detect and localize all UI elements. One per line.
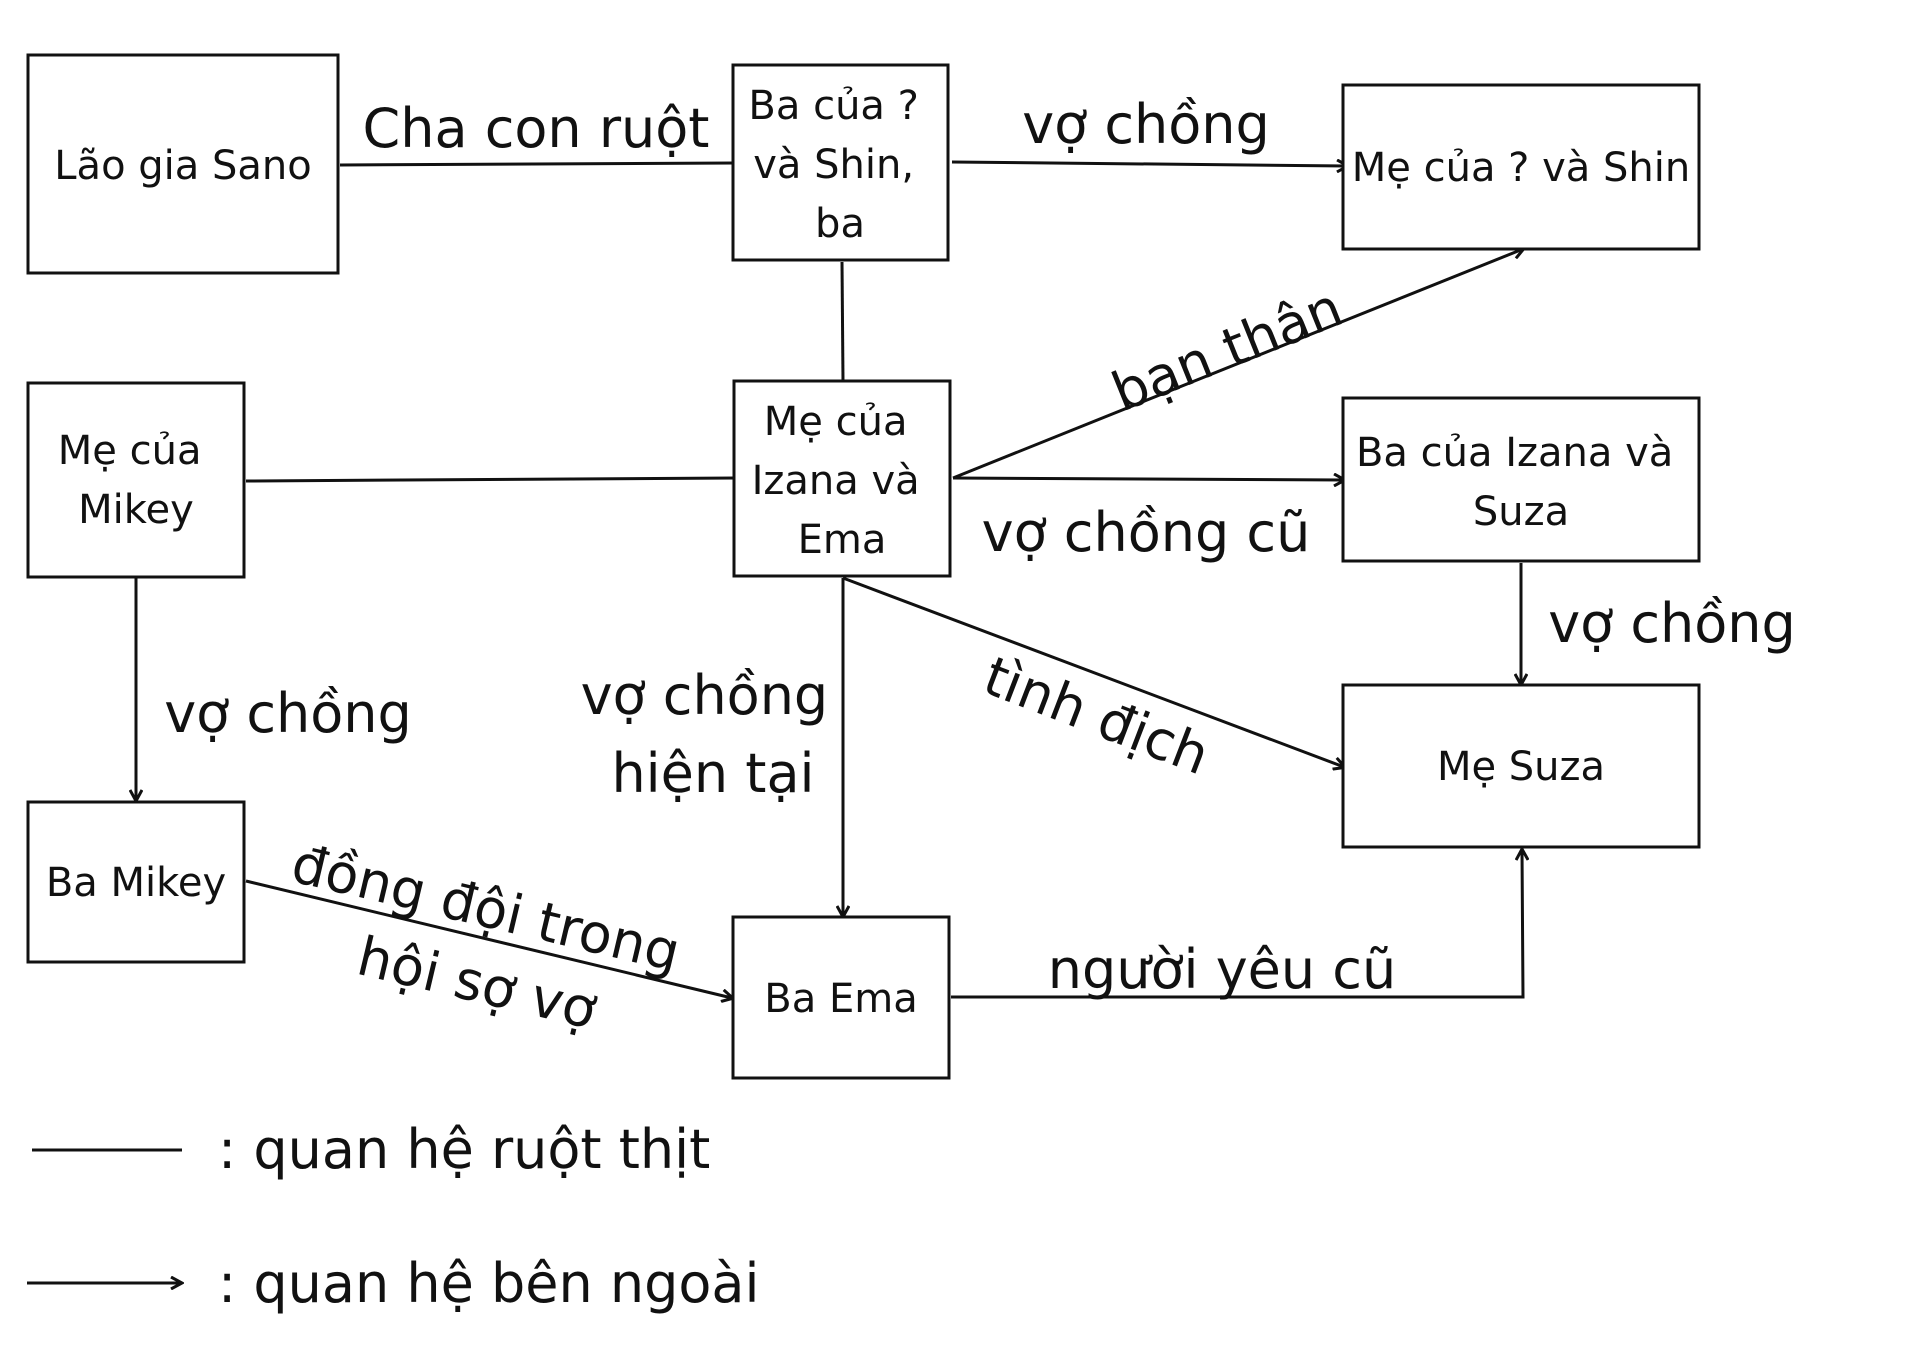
edge-ba-ema-to-me-suza xyxy=(951,850,1523,999)
box-me-suza xyxy=(1341,683,1701,849)
box-ba-cua-shin xyxy=(731,63,950,262)
legend: : quan hệ ruột thịt : quan hệ bên ngoài xyxy=(27,1118,759,1315)
label-me-cua-shin: Mẹ của ? và Shin xyxy=(1352,145,1690,191)
label-me-cua-mikey: Mẹ của Mikey xyxy=(58,428,214,533)
legend-blood-label: : quan hệ ruột thịt xyxy=(218,1118,710,1181)
edge-label-tinh-dich: tình địch xyxy=(976,644,1218,787)
edge-label-vo-chong-hien-tai: vợ chồng hiện tại xyxy=(581,664,846,805)
label-ba-cua-shin: Ba của ? và Shin, ba xyxy=(748,83,931,247)
edge-label-ban-than: bạn thân xyxy=(1103,276,1351,425)
edge-sano-to-ba-shin xyxy=(339,161,736,167)
label-me-cua-izana-ema: Mẹ của Izana và Ema xyxy=(752,399,933,563)
box-ba-ema xyxy=(731,915,951,1080)
edge-label-dong-doi: đồng đội trong hội sợ vợ xyxy=(269,832,703,1061)
legend-external-label: : quan hệ bên ngoài xyxy=(218,1252,759,1315)
label-me-suza: Mẹ Suza xyxy=(1437,744,1605,790)
edge-ba-shin-to-me-izana xyxy=(840,261,845,382)
box-lao-gia-sano xyxy=(26,53,340,275)
edge-me-izana-to-me-shin xyxy=(952,249,1523,480)
box-ba-cua-izana-suza xyxy=(1341,396,1701,563)
edge-label-vo-chong-right: vợ chồng xyxy=(1548,592,1796,655)
edge-ba-shin-to-me-shin xyxy=(951,162,1347,166)
label-ba-cua-izana-suza: Ba của Izana và Suza xyxy=(1356,430,1686,535)
edge-me-izana-to-ba-izana xyxy=(952,478,1344,480)
label-lao-gia-sano: Lão gia Sano xyxy=(54,143,311,189)
edge-me-mikey-to-me-izana xyxy=(245,476,737,483)
label-ba-ema: Ba Ema xyxy=(764,976,917,1022)
box-me-cua-mikey xyxy=(26,381,246,579)
edge-label-vo-chong-cu: vợ chồng cũ xyxy=(982,501,1311,564)
box-ba-mikey xyxy=(26,800,246,964)
edge-label-vo-chong-top: vợ chồng xyxy=(1022,93,1270,156)
edge-label-cha-con-ruot: Cha con ruột xyxy=(363,97,710,160)
edge-ba-mikey-to-ba-ema xyxy=(245,879,732,998)
label-ba-mikey: Ba Mikey xyxy=(46,860,226,906)
edge-label-vo-chong-left: vợ chồng xyxy=(164,682,412,745)
edge-label-nguoi-yeu-cu: người yêu cũ xyxy=(1048,938,1396,1001)
edge-me-izana-to-me-suza xyxy=(842,576,1344,767)
box-me-cua-shin xyxy=(1341,83,1701,251)
box-me-cua-izana-ema xyxy=(732,379,952,578)
